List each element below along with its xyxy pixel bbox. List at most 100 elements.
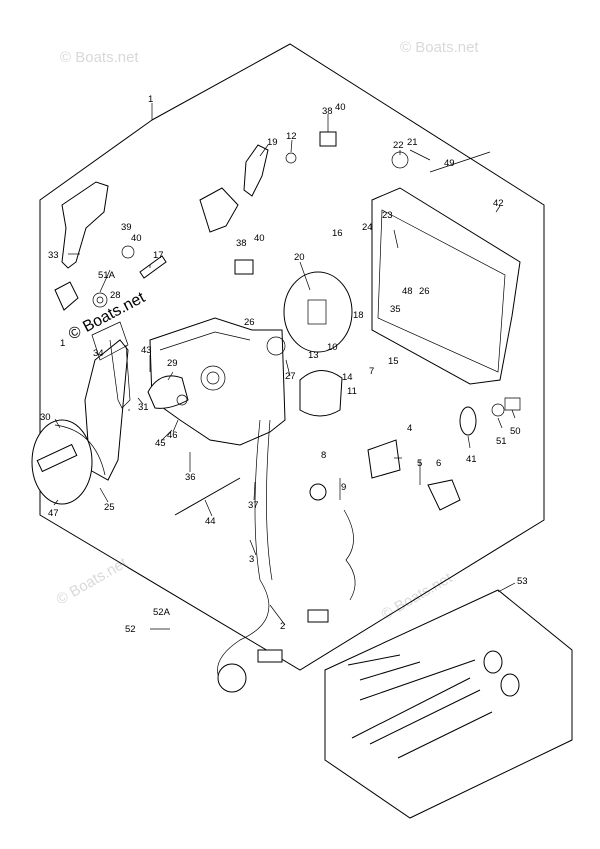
- callout-36: 36: [185, 472, 196, 483]
- washer-part-51: [491, 403, 505, 417]
- callout-40-c: 40: [254, 233, 265, 244]
- callout-39: 39: [121, 222, 132, 233]
- kit-bolt-2: [359, 661, 421, 681]
- callout-46: 46: [167, 430, 178, 441]
- kit-bolt-3: [359, 659, 476, 701]
- key-part-6: [427, 479, 461, 511]
- wire-harness-b: [266, 419, 273, 581]
- kit-bolt-4: [351, 677, 471, 739]
- kit-grommet-2: [500, 673, 520, 697]
- callout-23: 23: [382, 210, 393, 221]
- friction-plate-part-20: [283, 271, 353, 353]
- plate-slot: [307, 299, 327, 325]
- housing-edge: [159, 331, 251, 351]
- leader-lines: [53, 103, 516, 630]
- callout-48: 48: [402, 286, 413, 297]
- clip-part-38: [234, 259, 254, 275]
- kit-grommet-1: [483, 650, 503, 674]
- grommet-part-41: [459, 406, 477, 436]
- callout-10: 10: [327, 342, 338, 353]
- callout-6: 6: [436, 458, 441, 469]
- lever-arm-part: [84, 339, 129, 481]
- callout-40-a: 40: [335, 102, 346, 113]
- callout-45: 45: [155, 438, 166, 449]
- callout-51: 51: [496, 436, 507, 447]
- housing-bore: [200, 365, 226, 391]
- rod-part: [109, 339, 131, 409]
- switch-plate-part: [91, 321, 129, 361]
- callout-7: 7: [369, 366, 374, 377]
- callout-20: 20: [294, 252, 305, 263]
- neutral-switch-part: [54, 281, 79, 311]
- lanyard-cord: [343, 509, 356, 601]
- callout-16: 16: [332, 228, 343, 239]
- washer-part-46: [176, 394, 188, 406]
- washer-hole: [96, 296, 104, 304]
- callout-53: 53: [517, 576, 528, 587]
- callout-49: 49: [444, 158, 455, 169]
- nut-part-50: [504, 397, 521, 411]
- callout-26-a: 26: [244, 317, 255, 328]
- callout-52: 52: [125, 624, 136, 635]
- callout-17: 17: [153, 250, 164, 261]
- wire-harness-part-2: [217, 419, 270, 681]
- callout-8: 8: [321, 450, 326, 461]
- handle-grip-part: [61, 181, 109, 269]
- connector-part-b: [257, 649, 283, 663]
- callout-1: 1: [148, 94, 153, 105]
- callout-12: 12: [286, 131, 297, 142]
- shift-arm-part: [199, 187, 239, 233]
- clip-part-38b: [319, 131, 337, 147]
- callout-52a: 52A: [153, 607, 171, 618]
- callout-35: 35: [390, 304, 401, 315]
- callout-31: 31: [138, 402, 149, 413]
- callout-15: 15: [388, 356, 399, 367]
- callout-28: 28: [110, 290, 121, 301]
- callout-41: 41: [466, 454, 477, 465]
- pin-part-17: [139, 255, 167, 279]
- callout-33: 33: [48, 250, 59, 261]
- washer-part-26: [266, 336, 286, 356]
- housing-bore-inner: [206, 371, 220, 385]
- plug-part-52: [217, 663, 247, 693]
- callout-9: 9: [341, 482, 346, 493]
- callout-38-a: 38: [322, 106, 333, 117]
- callout-24: 24: [362, 222, 373, 233]
- buzzer-part-11: [299, 370, 343, 417]
- callout-2: 2: [280, 621, 285, 632]
- kit-boundary: [324, 589, 573, 819]
- washer-part-12: [285, 152, 297, 164]
- callout-37: 37: [248, 500, 259, 511]
- kit-bolt-5: [369, 689, 481, 745]
- callout-29: 29: [167, 358, 178, 369]
- callout-19: 19: [267, 137, 278, 148]
- callout-25: 25: [104, 502, 115, 513]
- callout-51a: 51A: [98, 270, 116, 281]
- watermark-top-right: © Boats.net: [400, 39, 479, 56]
- bolt-part-44: [174, 477, 241, 516]
- kit-bolt-1: [347, 654, 401, 666]
- callout-22: 22: [393, 140, 404, 151]
- cover-plate-inner: [377, 209, 506, 373]
- callout-14: 14: [342, 372, 353, 383]
- callout-18: 18: [353, 310, 364, 321]
- watermark-overlay: © Boats.net: [66, 289, 148, 344]
- lever-part-19: [243, 144, 269, 197]
- key-switch-part: [367, 439, 401, 479]
- callout-4: 4: [407, 423, 412, 434]
- cover-plate-part: [371, 187, 521, 385]
- callout-44: 44: [205, 516, 216, 527]
- stop-switch-part-8: [309, 483, 327, 501]
- callout-13: 13: [308, 350, 319, 361]
- washer-part-39: [121, 245, 135, 259]
- connector-part: [307, 609, 329, 623]
- callout-5: 5: [417, 458, 422, 469]
- callout-50: 50: [510, 426, 521, 437]
- callout-47: 47: [48, 508, 59, 519]
- hub-badge-part: [36, 443, 78, 473]
- callout-1-b: 1: [60, 338, 65, 349]
- washer-part-28: [92, 292, 108, 308]
- callout-38-b: 38: [236, 238, 247, 249]
